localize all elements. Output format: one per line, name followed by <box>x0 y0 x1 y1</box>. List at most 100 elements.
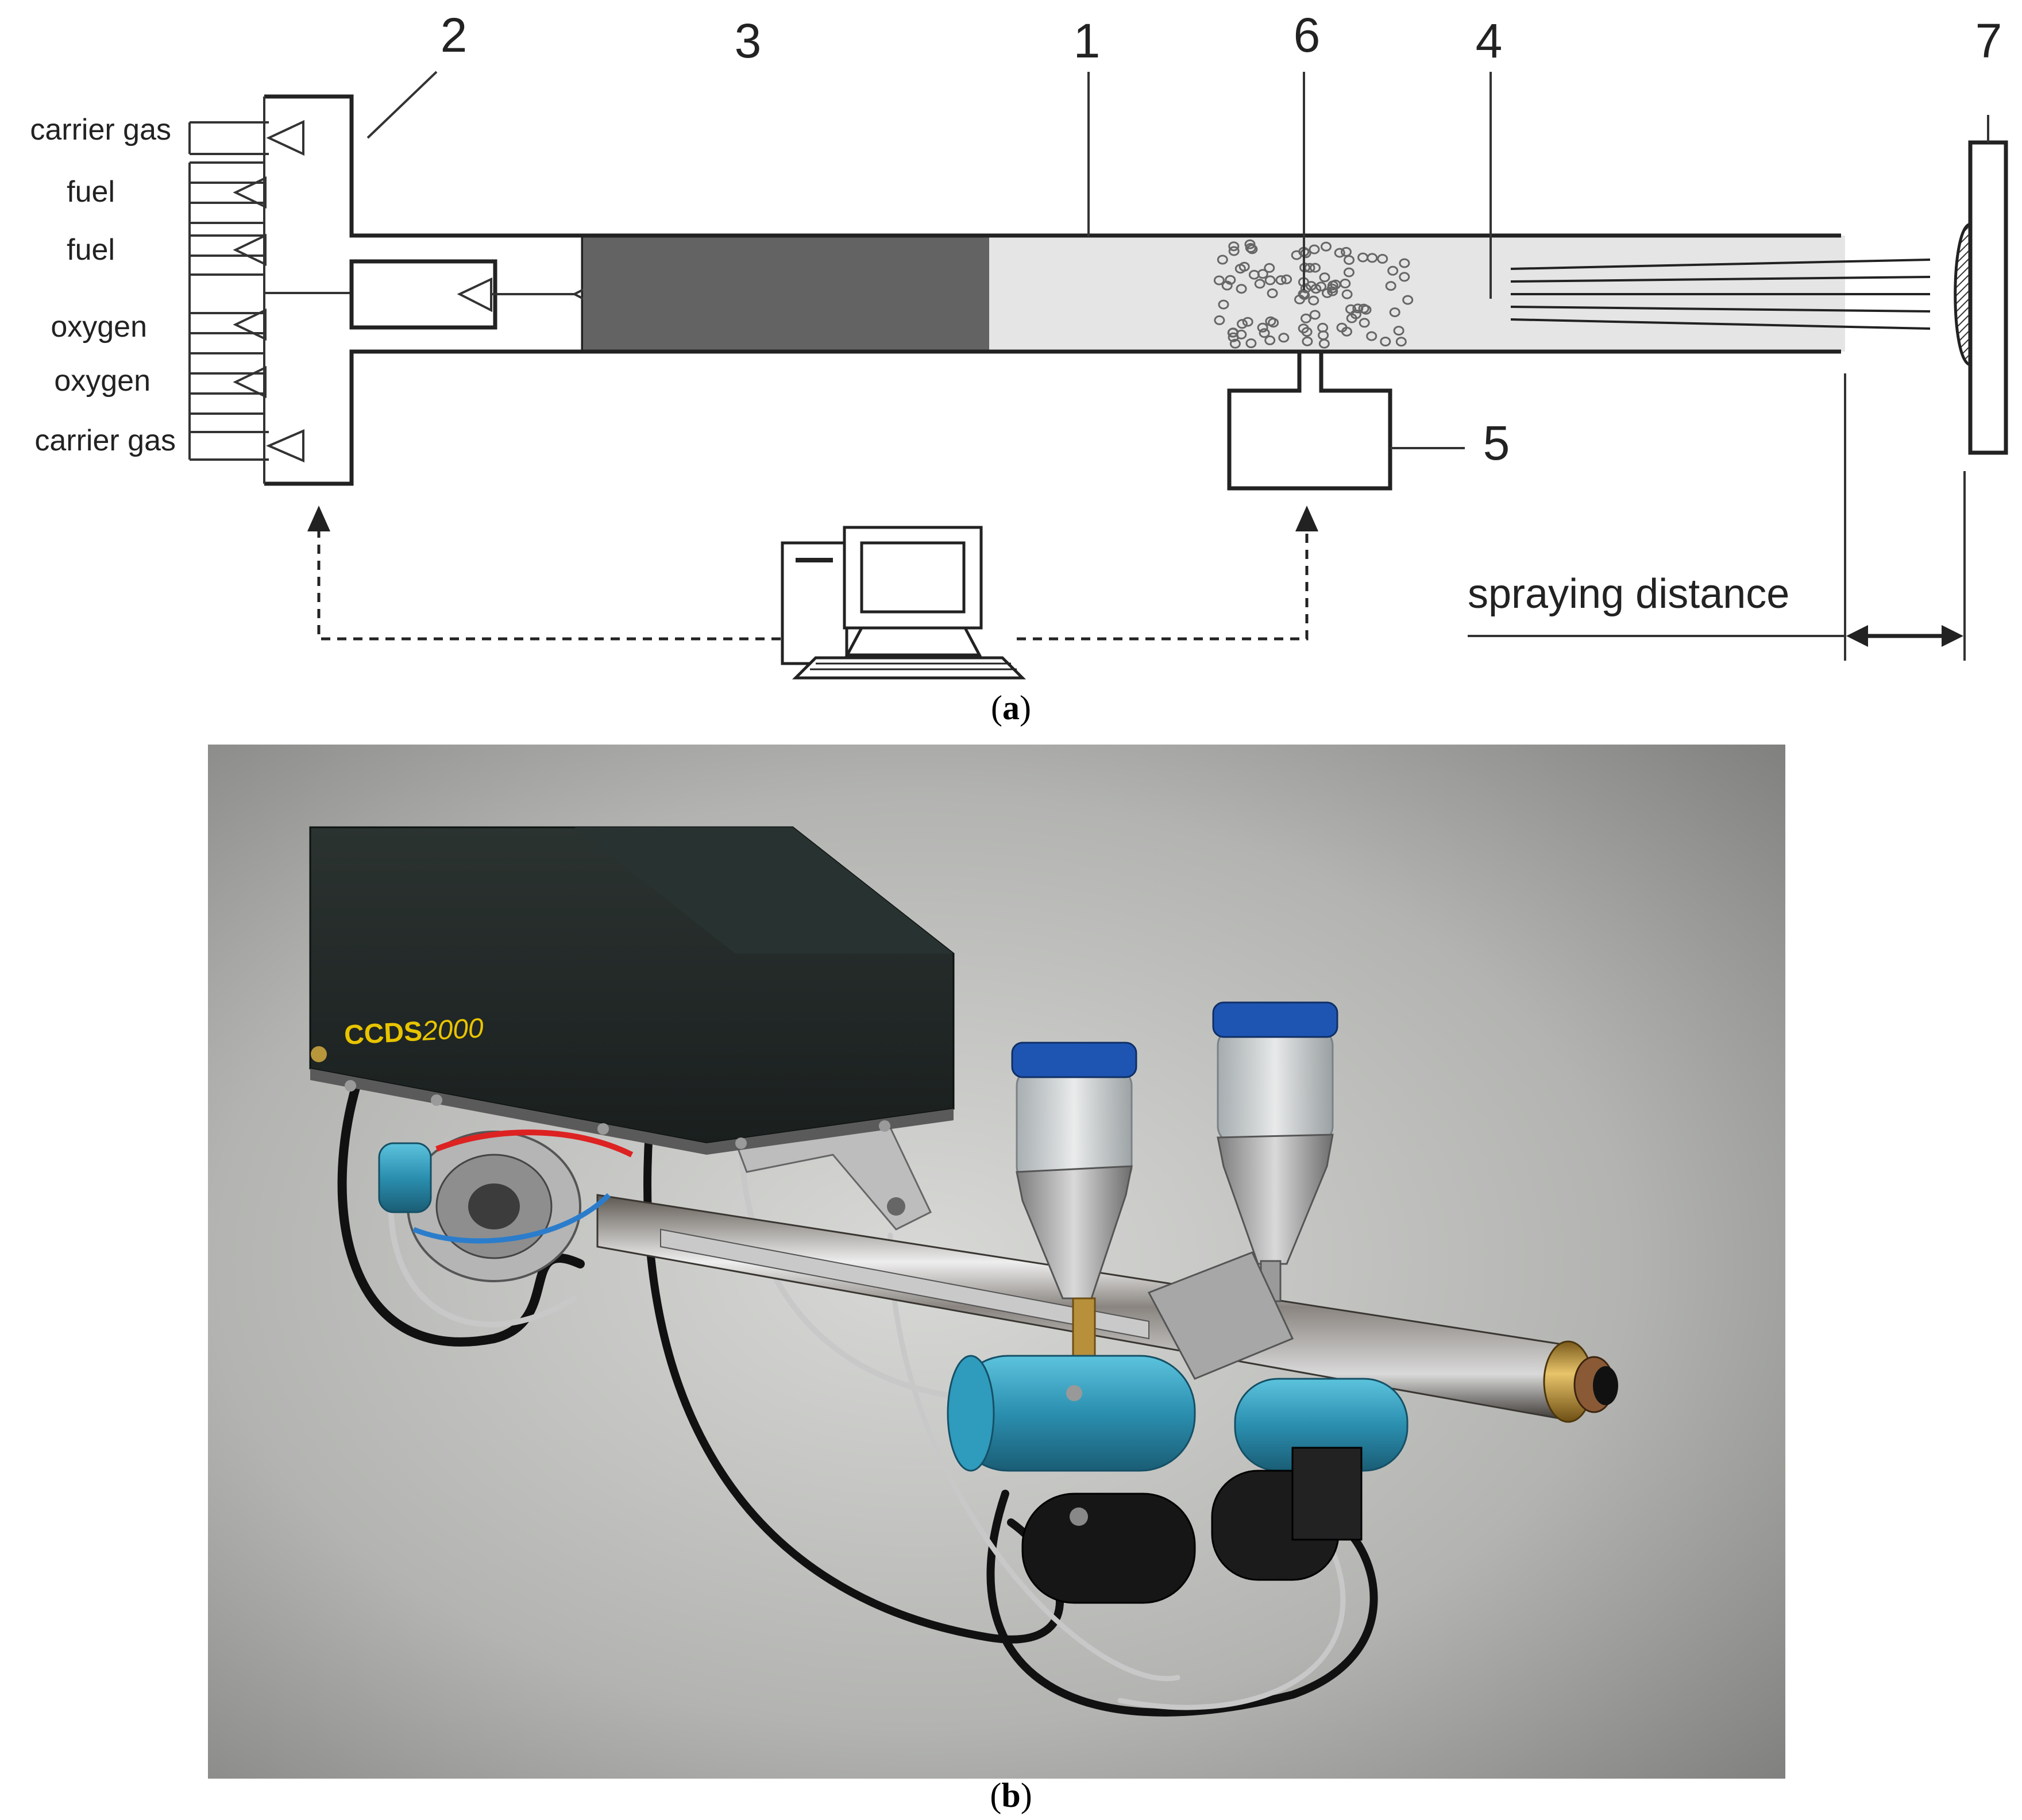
powder-particle <box>1341 289 1353 299</box>
powder-particle <box>1225 275 1236 285</box>
powder-particle <box>1389 307 1400 318</box>
powder-particle <box>1245 338 1257 348</box>
powder-particle <box>1254 279 1265 289</box>
powder-particle <box>1213 275 1225 286</box>
injector-box <box>349 259 497 330</box>
gas-label-carrier-gas-2: carrier gas <box>34 424 176 457</box>
powder-particle <box>1402 295 1414 305</box>
powder-particle <box>1343 267 1355 277</box>
gas-label-fuel-2: fuel <box>67 233 115 267</box>
device-photo: CCDS2000 <box>208 745 1785 1814</box>
powder-particle <box>1366 331 1377 341</box>
gas-label-fuel-1: fuel <box>67 175 115 209</box>
powder-particle <box>1245 243 1256 253</box>
powder-particle <box>1247 244 1258 255</box>
control-lines <box>307 506 1318 641</box>
powder-particle <box>1344 255 1355 265</box>
powder-particle <box>1214 315 1225 325</box>
gas-inlet-lines <box>188 121 269 461</box>
powder-particle <box>1319 272 1330 283</box>
powder-particle <box>1309 310 1321 320</box>
feeder-cylinders <box>947 1355 1409 1472</box>
powder-particle <box>1300 283 1311 294</box>
burner-head <box>378 1129 634 1282</box>
schematic-diagram: carrier gas fuel fuel oxygen oxygen carr… <box>30 8 2008 727</box>
particle-cloud <box>1213 239 1414 349</box>
powder-particle <box>1275 275 1287 286</box>
powder-particle <box>1265 316 1276 326</box>
feeder-motors <box>1021 1447 1363 1604</box>
combustion-chamber <box>583 236 989 352</box>
powder-particle <box>1352 303 1364 314</box>
powder-particle <box>1229 338 1241 349</box>
component-number-5: 5 <box>1483 416 1510 470</box>
powder-particle <box>1336 322 1348 333</box>
spraying-distance-label: spraying distance <box>1468 571 1789 617</box>
powder-particle <box>1278 333 1290 343</box>
computer-icon <box>781 526 1027 680</box>
caption-b: (b) <box>990 1776 1032 1814</box>
powder-particle <box>1399 258 1410 268</box>
component-number-1: 1 <box>1074 14 1101 68</box>
component-number-6: 6 <box>1294 8 1321 62</box>
coating <box>1954 222 1972 367</box>
gas-label-oxygen-1: oxygen <box>51 310 147 344</box>
powder-particle <box>1309 244 1320 255</box>
powder-particle <box>1340 279 1351 288</box>
powder-particle <box>1318 338 1330 349</box>
burner-housing <box>264 94 585 486</box>
powder-particle <box>1308 295 1319 306</box>
powder-hopper-right <box>1212 1001 1338 1302</box>
powder-particle <box>1281 274 1292 284</box>
powder-particle <box>1350 309 1361 319</box>
powder-particle <box>1380 337 1391 346</box>
powder-particle <box>1244 239 1256 249</box>
powder-particle <box>1264 335 1276 345</box>
powder-particle <box>1387 265 1399 276</box>
nozzle-triangles <box>233 119 304 463</box>
component-number-3: 3 <box>735 14 762 68</box>
powder-particle <box>1236 284 1247 294</box>
powder-particle <box>1310 263 1321 273</box>
spray-jet <box>1510 259 1931 330</box>
device-model-label: CCDS2000 <box>344 1013 485 1051</box>
powder-particle <box>1228 241 1240 252</box>
component-number-2: 2 <box>441 8 468 62</box>
substrate <box>1968 140 2008 455</box>
component-number-7: 7 <box>1975 14 2002 68</box>
powder-particle <box>1217 255 1228 265</box>
powder-particle <box>1264 263 1275 273</box>
powder-particle <box>1228 246 1240 256</box>
control-box <box>309 826 955 1155</box>
powder-particle <box>1267 288 1278 298</box>
component-number-4: 4 <box>1476 14 1503 68</box>
powder-particle <box>1257 322 1268 333</box>
powder-particle <box>1367 253 1378 263</box>
secondary-pipe <box>660 1228 1149 1340</box>
powder-particle <box>1302 336 1313 346</box>
powder-particle <box>1359 318 1370 328</box>
powder-particle <box>1358 303 1369 314</box>
powder-particle <box>1385 281 1396 291</box>
powder-particle <box>1259 328 1270 338</box>
powder-particle <box>1242 317 1253 327</box>
powder-particle <box>1334 248 1345 258</box>
powder-hopper-left <box>1011 1042 1137 1368</box>
powder-particle <box>1301 327 1313 337</box>
powder-particle <box>1310 284 1322 294</box>
powder-particle <box>1399 272 1410 282</box>
powder-particle <box>1327 286 1338 296</box>
powder-particle <box>1301 313 1311 323</box>
powder-particle <box>1218 299 1229 310</box>
gas-label-carrier-gas-1: carrier gas <box>30 113 171 146</box>
powder-particle <box>1238 261 1250 272</box>
powder-particle <box>1377 254 1388 264</box>
powder-particle <box>1236 329 1247 340</box>
powder-particle <box>1248 269 1260 280</box>
spraying-distance-marker <box>1468 373 1966 661</box>
powder-particle <box>1395 337 1407 347</box>
powder-particle <box>1237 319 1248 329</box>
gas-label-oxygen-2: oxygen <box>54 364 151 398</box>
powder-particle <box>1321 241 1332 252</box>
